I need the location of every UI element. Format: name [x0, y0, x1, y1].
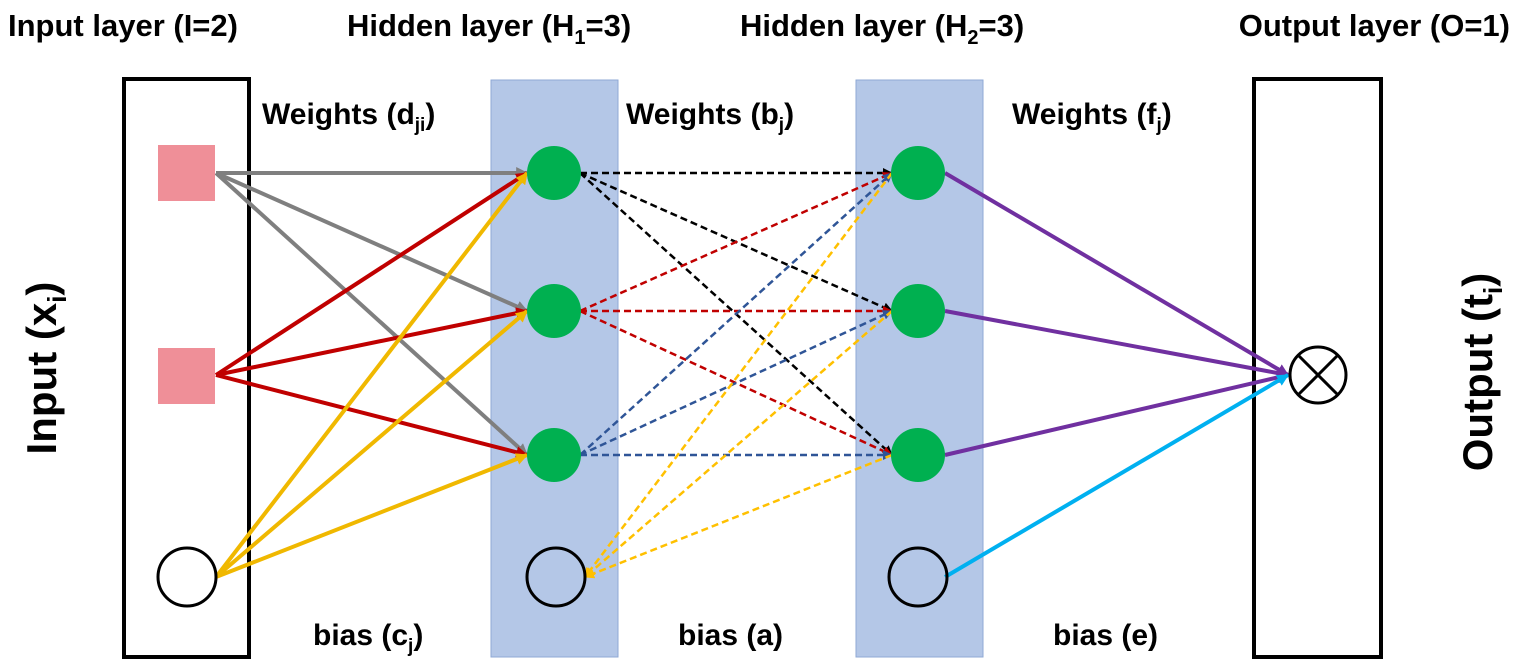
- hidden2-node-3: [891, 428, 945, 482]
- hidden1-node-2: [527, 284, 581, 338]
- input-side-label: Input (xi): [18, 282, 72, 455]
- bias-a-weights: [584, 172, 893, 579]
- output-node-multiply-icon: [1288, 345, 1348, 405]
- hidden-layer-1-title: Hidden layer (H1=3): [347, 8, 631, 49]
- hidden2-to-output-weights: [943, 171, 1290, 579]
- hidden2-node-1: [891, 146, 945, 200]
- input-to-hidden1-weights: [214, 167, 529, 459]
- bias-a-label: bias (a): [678, 619, 783, 652]
- weights-b-label: Weights (bj): [626, 98, 794, 136]
- weights-d-label: Weights (dji): [262, 98, 435, 136]
- hidden2-bias-node: [887, 546, 949, 608]
- hidden1-bias-node: [525, 546, 587, 608]
- output-side-label: Output (ti): [1454, 273, 1508, 471]
- hidden-layer-2-title: Hidden layer (H2=3): [740, 8, 1024, 49]
- input-node-1: [158, 145, 215, 201]
- input-layer-title: Input layer (I=2): [8, 8, 238, 43]
- bias-e-label: bias (e): [1053, 619, 1158, 652]
- hidden1-to-hidden2-weights: [579, 168, 893, 460]
- bias-c-label: bias (cj): [313, 619, 423, 657]
- input-bias-node: [156, 546, 218, 608]
- hidden1-node-1: [527, 146, 581, 200]
- hidden2-node-2: [891, 284, 945, 338]
- hidden1-node-3: [527, 428, 581, 482]
- weights-f-label: Weights (fj): [1012, 98, 1172, 136]
- output-layer-title: Output layer (O=1): [1239, 8, 1510, 43]
- input-node-2: [158, 348, 215, 404]
- bias-c-weights: [214, 171, 529, 579]
